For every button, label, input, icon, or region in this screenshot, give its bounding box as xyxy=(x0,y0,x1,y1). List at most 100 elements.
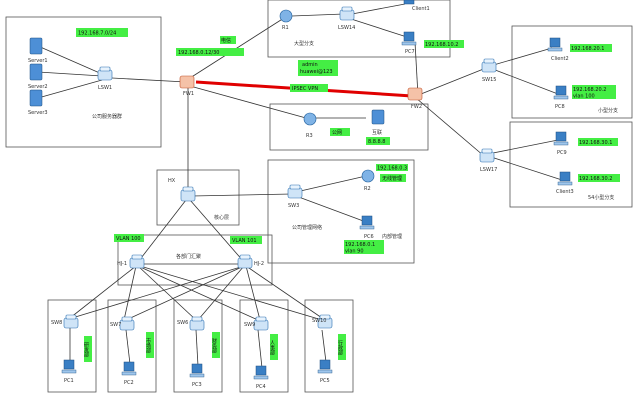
pc5-label: PC5 xyxy=(320,378,330,384)
client3-label: Client3 xyxy=(556,189,574,195)
pc9-icon[interactable]: PC9 xyxy=(553,131,569,156)
dept-label-1: 研发部 xyxy=(83,342,89,358)
r1-router-icon[interactable]: R1 xyxy=(279,9,293,31)
vpn-password-label: huawei@123 xyxy=(300,69,333,75)
client3-icon[interactable]: Client3 xyxy=(556,171,574,195)
sw7-switch-icon[interactable]: SW7 xyxy=(110,316,135,331)
pc1-icon[interactable]: PC1 xyxy=(61,359,77,384)
mail-label: 电信 xyxy=(221,37,231,44)
server-1-icon[interactable]: Server1 xyxy=(28,37,48,64)
pc2-icon[interactable]: PC2 xyxy=(121,361,137,386)
fw1-label: FW1 xyxy=(183,91,194,97)
lsw14-label: LSW14 xyxy=(338,25,355,31)
sw10-label: SW10 xyxy=(312,318,326,324)
server-1-label: Server1 xyxy=(28,58,48,64)
dept-box-5 xyxy=(304,299,354,393)
pc6-label: PC6 xyxy=(364,234,374,240)
r3-router-icon[interactable]: R3 xyxy=(303,112,317,139)
dept-box-4 xyxy=(239,299,289,393)
pc6-vlan-label: vlan 90 xyxy=(345,249,364,255)
dept-box-3 xyxy=(173,299,223,393)
agg-zone-box xyxy=(117,234,273,286)
internet-ip-label: 8.8.8.8 xyxy=(368,139,386,145)
lsw1-label: LSW1 xyxy=(98,85,112,91)
r2-label: R2 xyxy=(364,186,371,192)
dept-label-3: 财务部 xyxy=(211,337,217,354)
ipsec-vpn-label: IPSEC VPN xyxy=(292,86,318,92)
sw6-label: SW6 xyxy=(177,320,188,326)
server-zone-box xyxy=(5,16,162,148)
pc2-label: PC2 xyxy=(124,380,134,386)
agg-label: 各部门汇聚 xyxy=(176,253,201,260)
server-2-label: Server2 xyxy=(28,84,48,90)
client2-label: Client2 xyxy=(551,56,569,62)
fw1-firewall-icon[interactable]: FW1 xyxy=(179,75,195,97)
r2-router-icon[interactable]: R2 xyxy=(361,169,375,192)
isp-label: 公网 xyxy=(332,130,342,136)
client1-icon[interactable]: Client1 xyxy=(403,0,430,12)
sme-branch-box xyxy=(509,121,633,208)
server-ip-label: 192.168.7.0/24 xyxy=(78,31,116,37)
server-3-icon[interactable]: Server3 xyxy=(28,89,48,116)
dept-label-4: 人事部 xyxy=(269,340,275,356)
pc8-label: PC8 xyxy=(555,104,565,110)
pc1-label: PC1 xyxy=(64,378,74,384)
sw3-switch-icon[interactable]: SW3 xyxy=(287,184,303,209)
sw8-label: SW8 xyxy=(51,320,62,326)
client2-icon[interactable]: Client2 xyxy=(547,37,569,62)
pc7-label: PC7 xyxy=(405,49,415,55)
wireless-label: 无线管理 xyxy=(382,175,402,182)
hj2-switch-icon[interactable]: HJ-2 xyxy=(237,254,264,269)
fw2-firewall-icon[interactable]: FW2 xyxy=(407,87,423,110)
sw15-label: SW15 xyxy=(482,77,496,83)
pc5-icon[interactable]: PC5 xyxy=(317,359,333,384)
hj2-label: HJ-2 xyxy=(254,261,264,267)
client2-ip-label: 192.168.20.1 xyxy=(571,46,604,52)
lsw17-label: LSW17 xyxy=(480,167,497,173)
mgmt-zone-box xyxy=(267,159,415,264)
branch-zone-label: 大型分支 xyxy=(294,40,314,47)
r3-label: R3 xyxy=(306,133,313,139)
mgmt-zone-label: 公司管理网络 xyxy=(292,224,322,231)
pc8-icon[interactable]: PC8 xyxy=(553,85,569,110)
sw9-label: SW9 xyxy=(244,322,255,328)
isp-zone-box xyxy=(269,103,429,151)
hj1-switch-icon[interactable]: HJ-1 xyxy=(117,254,145,269)
fw2-label: FW2 xyxy=(411,104,422,110)
pc3-label: PC3 xyxy=(192,382,202,388)
pc8-vlan-label: vlan 100 xyxy=(573,94,595,100)
server-2-icon[interactable]: Server2 xyxy=(28,63,48,90)
sw8-switch-icon[interactable]: SW8 xyxy=(51,314,79,329)
hx-label: HX xyxy=(168,178,176,184)
hj1-label: HJ-1 xyxy=(117,261,127,267)
server-zone-label: 公司服务器群 xyxy=(92,113,122,120)
pc6-ip-label: 192.168.0.1 xyxy=(345,242,375,248)
pc8-ip-label: 192.168.20.2 xyxy=(573,87,606,93)
sw10-switch-icon[interactable]: SW10 xyxy=(312,314,333,329)
sw6-switch-icon[interactable]: SW6 xyxy=(177,316,205,331)
vlan101-label: VLAN 101 xyxy=(232,238,257,244)
dept-label-5: 行政部 xyxy=(337,339,343,356)
pc9-label: PC9 xyxy=(557,150,567,156)
pc6-icon[interactable]: PC6 xyxy=(359,215,375,240)
hx-core-switch-icon[interactable]: HX xyxy=(168,178,196,202)
dept-box-1 xyxy=(47,299,97,393)
small-branch-label: 小型分支 xyxy=(598,107,618,114)
lsw1-switch-icon[interactable]: LSW1 xyxy=(97,66,113,91)
lsw17-switch-icon[interactable]: LSW17 xyxy=(479,148,497,173)
vlan100-label: VLAN 100 xyxy=(116,236,141,242)
core-zone-box xyxy=(156,169,240,226)
pc3-icon[interactable]: PC3 xyxy=(189,363,205,388)
pc4-icon[interactable]: PC4 xyxy=(253,365,269,390)
pc7-icon[interactable]: PC7 xyxy=(401,31,417,55)
sw9-switch-icon[interactable]: SW9 xyxy=(244,316,269,331)
small-branch-box xyxy=(511,25,633,119)
lsw14-switch-icon[interactable]: LSW14 xyxy=(338,6,355,31)
internet-server-icon[interactable]: 互联 xyxy=(371,109,385,136)
core-label: 核心层 xyxy=(214,214,229,221)
pc9-ip-label: 192.168.30.1 xyxy=(579,140,612,146)
sme-branch-label: 54小型分支 xyxy=(588,194,614,201)
sw15-switch-icon[interactable]: SW15 xyxy=(481,58,496,83)
links xyxy=(37,3,563,369)
